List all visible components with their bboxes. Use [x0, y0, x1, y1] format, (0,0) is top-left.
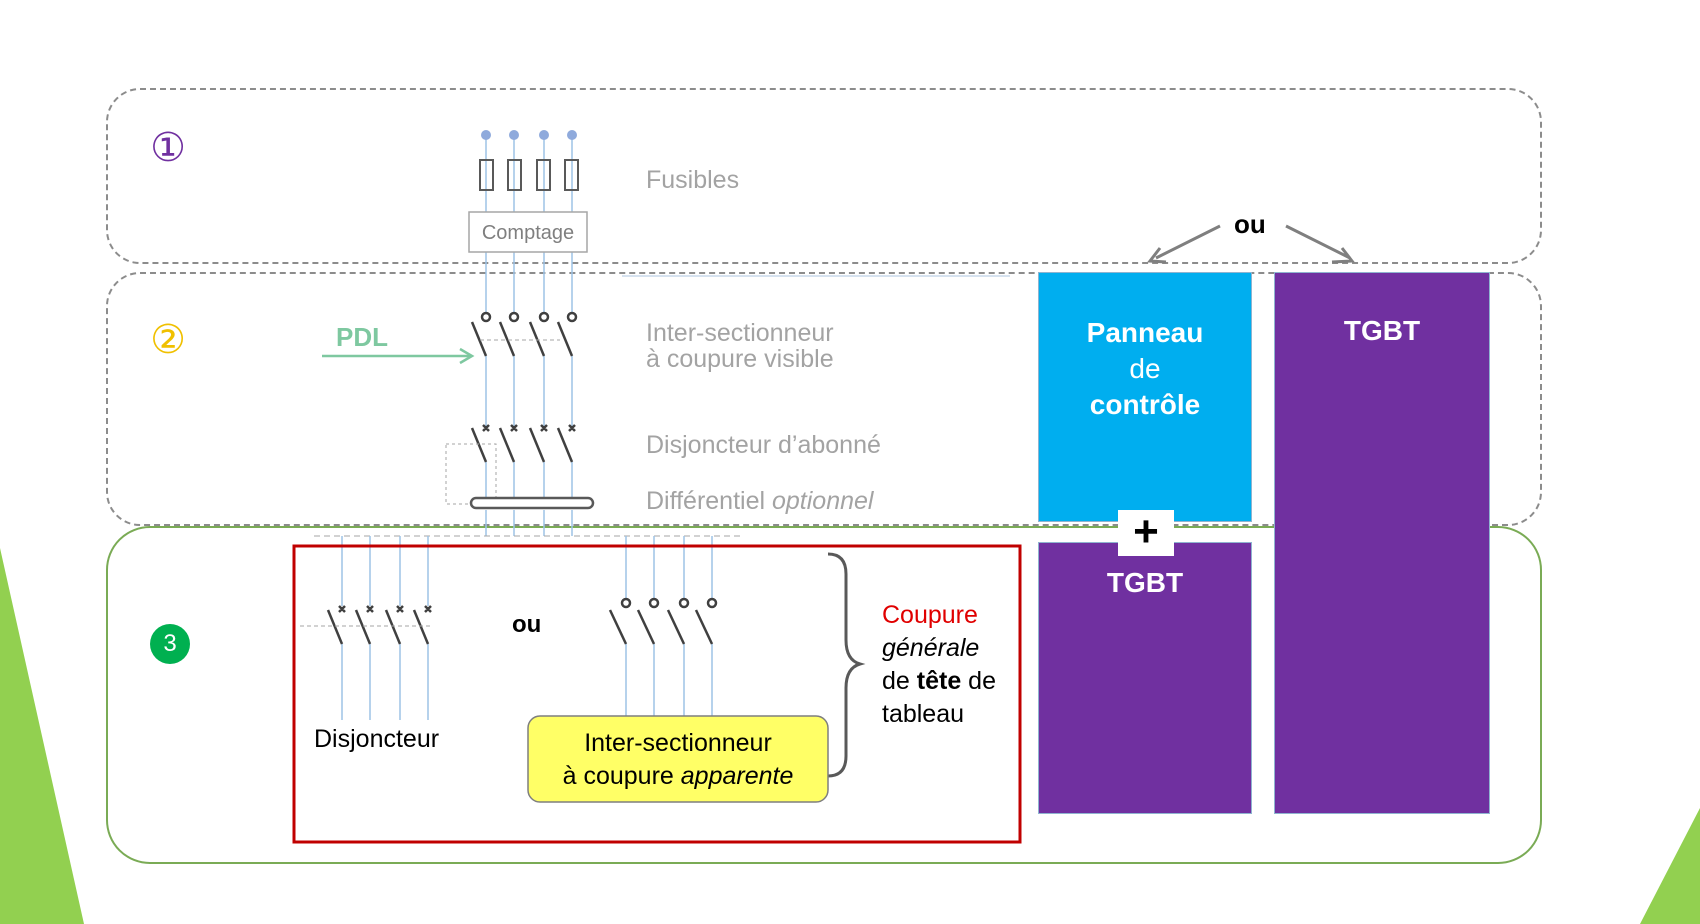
- plus-icon: +: [1118, 510, 1174, 556]
- inter-apparente-label-2: à coupure apparente: [528, 763, 828, 789]
- panneau-line-1: Panneau: [1086, 317, 1204, 348]
- inter-apparente-text: à coupure: [562, 762, 681, 790]
- zone-1-frame: [106, 88, 1542, 264]
- inter-sectionneur-visible: [470, 311, 578, 357]
- fusibles-label: Fusibles: [646, 166, 740, 194]
- disjoncteur-abonne-label: Disjoncteur d’abonné: [646, 431, 881, 459]
- ou-arrows: [1147, 224, 1355, 264]
- disjoncteur-label: Disjoncteur: [314, 725, 440, 753]
- ou-top-label: ou: [1234, 209, 1266, 239]
- tgbt-large-box: TGBT: [1274, 272, 1490, 814]
- zone-3-badge: 3: [150, 624, 190, 664]
- zone-1-badge: ①: [150, 126, 186, 170]
- coupure-de-2: de: [961, 667, 996, 695]
- pdl-label: PDL: [336, 322, 388, 352]
- tgbt-small-label: TGBT: [1106, 567, 1184, 598]
- panneau-line-3: contrôle: [1089, 389, 1201, 420]
- coupure-line-1: Coupure: [882, 601, 978, 629]
- brace-icon: [827, 552, 866, 778]
- inter-apparente-label-1: Inter-sectionneur: [584, 729, 772, 757]
- inter-apparente-callout: [527, 715, 829, 803]
- disjoncteur-symbol: [326, 605, 432, 645]
- panneau-line-2: de: [1129, 353, 1161, 384]
- coupure-frame: [292, 544, 1022, 844]
- coupure-de: de: [882, 667, 917, 695]
- inter-sectionneur-label-1: Inter-sectionneur: [646, 319, 834, 347]
- corner-triangle-left: [0, 548, 84, 924]
- coupure-line-3: de tête de: [882, 668, 996, 694]
- wires-inter: [625, 536, 713, 716]
- inter-apparente-italic: apparente: [680, 762, 794, 790]
- inter-sectionneur-label-2: à coupure visible: [646, 345, 834, 373]
- fuse-terminals: [481, 130, 577, 140]
- coupure-tete: tête: [916, 667, 962, 695]
- differentiel-label: Différentiel optionnel: [646, 488, 873, 514]
- corner-triangle-right: [1640, 808, 1700, 924]
- zone-3-frame: [106, 526, 1542, 864]
- wires-upper: [485, 136, 1010, 536]
- differentiel-optional: optionnel: [772, 487, 874, 515]
- pdl-arrow: [322, 347, 475, 365]
- coupure-line-4: tableau: [882, 700, 965, 728]
- fuses: [479, 159, 579, 191]
- tgbt-large-label: TGBT: [1343, 315, 1421, 346]
- ou-mid-label: ou: [512, 611, 542, 638]
- comptage-label: Comptage: [481, 222, 575, 244]
- differentiel-text: Différentiel: [646, 487, 766, 515]
- comptage-box: [468, 211, 588, 253]
- tgbt-small-box: TGBT: [1038, 542, 1252, 814]
- panneau-controle-box: Panneau de contrôle: [1038, 272, 1252, 522]
- differentiel-ring: [469, 496, 595, 510]
- inter-apparente-symbol: [608, 597, 718, 645]
- diff-link: [445, 443, 497, 505]
- disjoncteur-abonne: [470, 424, 576, 463]
- zone-2-badge: ②: [150, 318, 186, 362]
- zone-2-frame: [106, 272, 1542, 526]
- wires-disjoncteur: [341, 536, 429, 720]
- coupure-line-2: générale: [882, 634, 980, 662]
